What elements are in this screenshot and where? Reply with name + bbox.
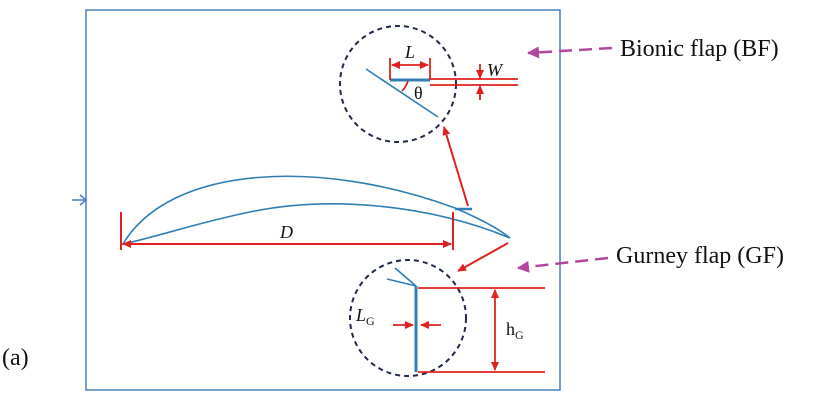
chord-dimension bbox=[120, 212, 454, 250]
bionic-flap-zoom: L W θ bbox=[339, 25, 518, 143]
airfoil-profile bbox=[121, 175, 511, 246]
panel-label: (a) bbox=[2, 345, 29, 371]
bionic-flap-label: Bionic flap (BF) bbox=[620, 36, 779, 62]
dimension-hG: hG bbox=[506, 319, 524, 342]
inlet-arrow-icon bbox=[72, 194, 88, 206]
dimension-D: D bbox=[279, 222, 293, 242]
dimension-theta: θ bbox=[414, 83, 423, 103]
dimension-L: L bbox=[404, 42, 415, 62]
gurney-flap-zoom: LG hG bbox=[349, 259, 545, 377]
gurney-flap-label: Gurney flap (GF) bbox=[616, 243, 784, 269]
dimension-LG: LG bbox=[355, 305, 375, 328]
leader-to-bionic-zoom bbox=[442, 126, 469, 207]
dimension-W: W bbox=[487, 60, 504, 80]
bionic-callout-arrow bbox=[527, 46, 613, 59]
leader-to-gurney-zoom bbox=[457, 242, 509, 272]
gurney-callout-arrow bbox=[517, 256, 609, 273]
